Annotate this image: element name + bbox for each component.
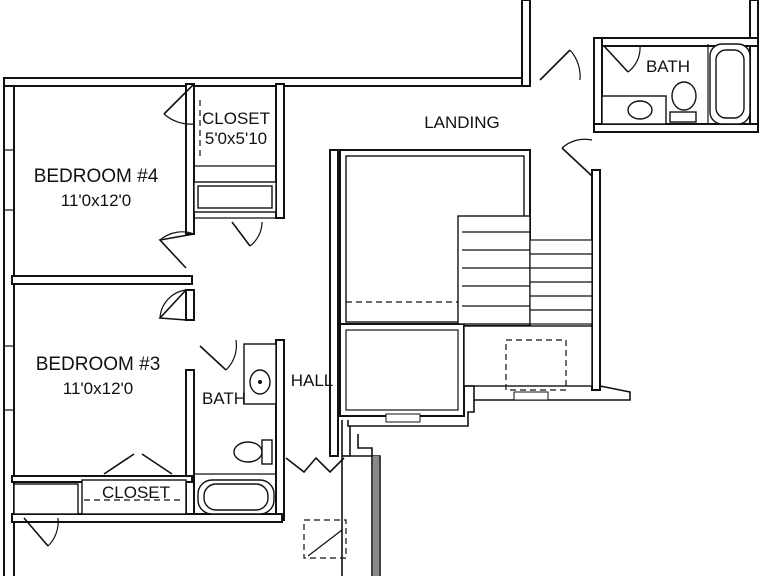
door-left-bath: [199, 345, 227, 371]
closet-upper-right-wall: [275, 83, 285, 219]
door-hall-upper: [231, 221, 251, 247]
hall-right-wall: [329, 149, 339, 457]
bath-right-name: BATH: [646, 57, 690, 76]
landing-right-wall: [591, 169, 601, 391]
right-bath-bottom-wall: [593, 123, 759, 133]
top-wall-left: [3, 77, 529, 87]
landing-name: LANDING: [424, 113, 500, 132]
bedroom3-name: BEDROOM #3: [36, 354, 161, 375]
bedroom3-size: 11'0x12'0: [63, 379, 133, 398]
doors: [23, 45, 641, 559]
far-right-wall: [749, 0, 759, 131]
bedroom3-right-wall-upper: [185, 289, 195, 321]
bedroom3-right-wall-lower: [185, 369, 195, 521]
hall-name: HALL: [291, 371, 334, 390]
stairwell: [339, 149, 631, 427]
closet-upper-name: CLOSET: [202, 109, 270, 128]
window-marks: [4, 149, 14, 411]
right-sink-icon: [627, 100, 653, 120]
bottom-wall: [11, 513, 283, 523]
door-bottom-left: [23, 517, 49, 547]
closet-lower-name: CLOSET: [102, 483, 170, 502]
door-closet-lower-left: [103, 453, 135, 475]
door-right-bath: [603, 45, 629, 73]
right-bath-fixtures: [601, 43, 751, 125]
bedroom4-right-wall: [185, 83, 195, 235]
upper-right-wall: [521, 0, 531, 87]
room-labels: BEDROOM #4 11'0x12'0 BEDROOM #3 11'0x12'…: [34, 57, 690, 502]
bedroom4-name: BEDROOM #4: [34, 166, 159, 187]
right-toilet-icon: [671, 81, 697, 111]
closet-upper-fixtures: [193, 100, 282, 219]
door-closet-lower-right: [141, 453, 173, 475]
closet-upper-size: 5'0x5'10: [205, 129, 267, 148]
bath-left-name: BATH: [202, 389, 246, 408]
right-bath-left-wall: [593, 37, 603, 131]
lower-right-walls: [341, 420, 381, 576]
door-landing-right: [561, 147, 593, 177]
outer-left-wall: [3, 79, 15, 576]
door-closet-upper: [163, 83, 195, 115]
toilet-icon: [233, 441, 263, 463]
door-hall-bottom: [285, 456, 345, 474]
closet-lower-fixtures: [13, 479, 187, 515]
left-bath-fixtures: [194, 343, 277, 515]
door-bedroom4: [158, 233, 195, 269]
door-landing-top: [539, 49, 571, 81]
left-bath-right-wall: [275, 339, 285, 521]
bedroom-divider-wall: [11, 275, 193, 285]
bedroom4-size: 11'0x12'0: [61, 191, 131, 210]
